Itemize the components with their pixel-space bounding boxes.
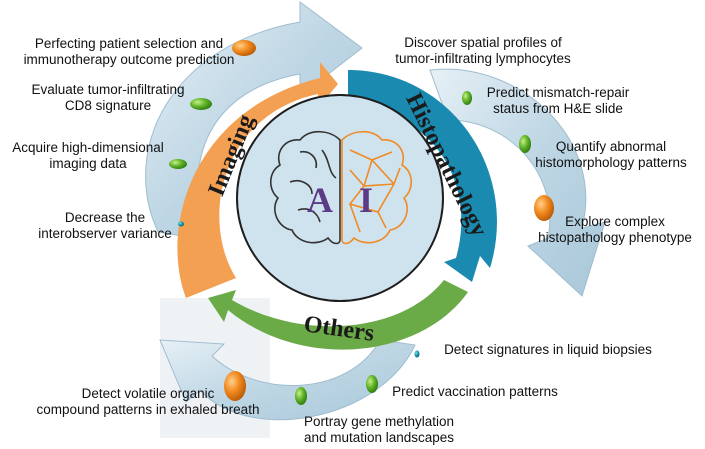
pill-icon <box>232 40 256 56</box>
pill-icon <box>295 387 307 405</box>
outer-arrow-bottom <box>159 339 416 421</box>
center-letter-a: A <box>307 180 333 220</box>
pill-icon <box>414 350 420 358</box>
imaging-arc <box>177 62 338 298</box>
pill-icon <box>178 221 184 227</box>
pill-icon <box>169 159 187 169</box>
label-others-2: Predict vaccination patterns <box>392 384 558 399</box>
histopathology-arc <box>348 70 497 282</box>
brain-left-hemisphere <box>269 130 341 245</box>
pill-icon <box>534 195 554 221</box>
label-others-1: Detect signatures in liquid biopsies <box>444 342 652 357</box>
pill-icon <box>462 91 472 105</box>
pill-icon <box>190 98 212 110</box>
brain-right-hemisphere <box>341 130 413 245</box>
pill-icon <box>224 371 246 401</box>
pill-icon <box>366 375 378 393</box>
others-arc <box>208 280 468 350</box>
pill-icon <box>519 135 531 153</box>
center-letter-i: I <box>359 180 373 220</box>
outer-arrow-right <box>429 68 606 297</box>
